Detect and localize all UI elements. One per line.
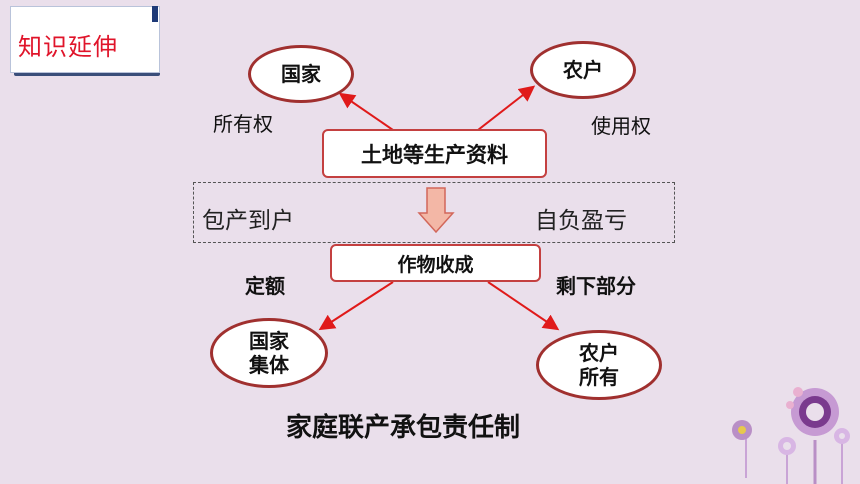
flower-large-icon bbox=[786, 387, 839, 484]
label-quota: 定额 bbox=[245, 274, 285, 298]
text-self-responsible: 自负盈亏 bbox=[535, 208, 627, 234]
oval-farmer-owned: 农户 所有 bbox=[536, 330, 662, 400]
box-crop-harvest: 作物收成 bbox=[330, 244, 541, 282]
flower-right-icon bbox=[834, 428, 850, 484]
badge-accent bbox=[152, 6, 158, 22]
arrow-to-state-collective bbox=[318, 281, 394, 331]
flower-medium-icon bbox=[778, 437, 796, 484]
oval-farmer-owned-line2: 所有 bbox=[579, 365, 619, 389]
oval-farmer-label: 农户 bbox=[563, 58, 603, 82]
text-household-contract: 包产到户 bbox=[202, 208, 294, 234]
box-crop-harvest-label: 作物收成 bbox=[397, 253, 474, 276]
oval-farmer-owned-line1: 农户 bbox=[579, 341, 619, 365]
oval-state-collective-line1: 国家 bbox=[249, 329, 289, 353]
box-land-resources-label: 土地等生产资料 bbox=[361, 142, 508, 167]
footer-title: 家庭联产承包责任制 bbox=[286, 413, 521, 443]
arrow-to-farmer bbox=[477, 85, 536, 131]
label-ownership: 所有权 bbox=[213, 112, 273, 136]
oval-state: 国家 bbox=[248, 45, 354, 103]
oval-state-collective-line2: 集体 bbox=[249, 353, 289, 377]
label-remainder: 剩下部分 bbox=[556, 274, 636, 298]
arrow-to-state bbox=[338, 92, 394, 131]
oval-state-collective: 国家 集体 bbox=[210, 318, 328, 388]
title-badge bbox=[10, 6, 160, 73]
arrow-to-farmer-owned bbox=[487, 281, 560, 331]
dashed-region bbox=[193, 182, 675, 243]
down-block-arrow bbox=[417, 187, 455, 234]
badge-title: 知识延伸 bbox=[18, 33, 118, 61]
oval-farmer: 农户 bbox=[530, 41, 636, 99]
label-use-right: 使用权 bbox=[591, 114, 651, 138]
flower-left-icon bbox=[732, 420, 752, 478]
oval-state-label: 国家 bbox=[281, 62, 321, 86]
box-land-resources: 土地等生产资料 bbox=[322, 129, 547, 178]
